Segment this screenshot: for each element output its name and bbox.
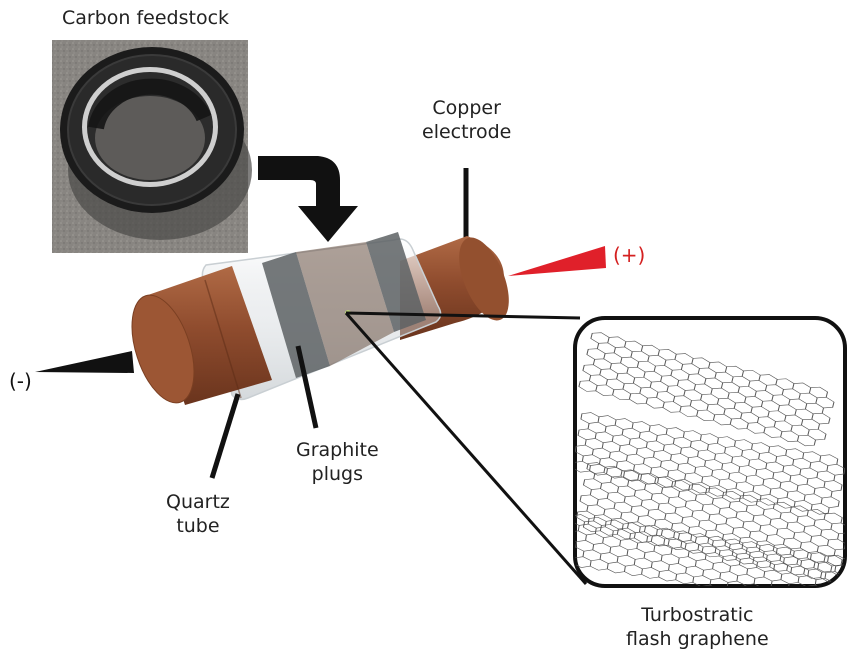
quartz-tube-label-line-2: tube bbox=[176, 515, 220, 537]
zoom-line-top bbox=[345, 311, 581, 320]
negative-terminal bbox=[35, 351, 134, 373]
graphite-plugs-label: Graphite plugs bbox=[296, 438, 379, 486]
copper-electrode-label: Copper electrode bbox=[422, 96, 511, 144]
left-copper-electrode bbox=[131, 266, 272, 405]
copper-electrode-label-line-2: electrode bbox=[422, 121, 512, 143]
carbon-feedstock-label: Carbon feedstock bbox=[62, 7, 230, 29]
quartz-tube-label-line-1: Quartz bbox=[166, 491, 230, 513]
turbostratic-label: Turbostratic flash graphene bbox=[626, 603, 769, 651]
graphite-plugs-label-line-2: plugs bbox=[311, 463, 364, 485]
positive-label: (+) bbox=[613, 243, 646, 267]
negative-label: (-) bbox=[9, 369, 32, 393]
quartz-tube-label: Quartz tube bbox=[166, 490, 230, 538]
turbostratic-label-line-1: Turbostratic bbox=[641, 604, 754, 626]
turbostratic-label-line-2: flash graphene bbox=[626, 628, 769, 650]
graphite-plugs-label-line-1: Graphite bbox=[296, 439, 379, 461]
tire-photo bbox=[52, 40, 252, 253]
positive-terminal bbox=[508, 246, 606, 276]
zoom-line-bottom bbox=[344, 312, 588, 585]
graphene-inset bbox=[573, 316, 847, 588]
curved-arrow bbox=[258, 156, 358, 242]
graphite-plugs bbox=[262, 232, 426, 378]
copper-electrode-label-line-1: Copper bbox=[432, 97, 501, 119]
quartz-tube-leader bbox=[209, 393, 241, 479]
graphite-plugs-leader bbox=[295, 345, 319, 429]
